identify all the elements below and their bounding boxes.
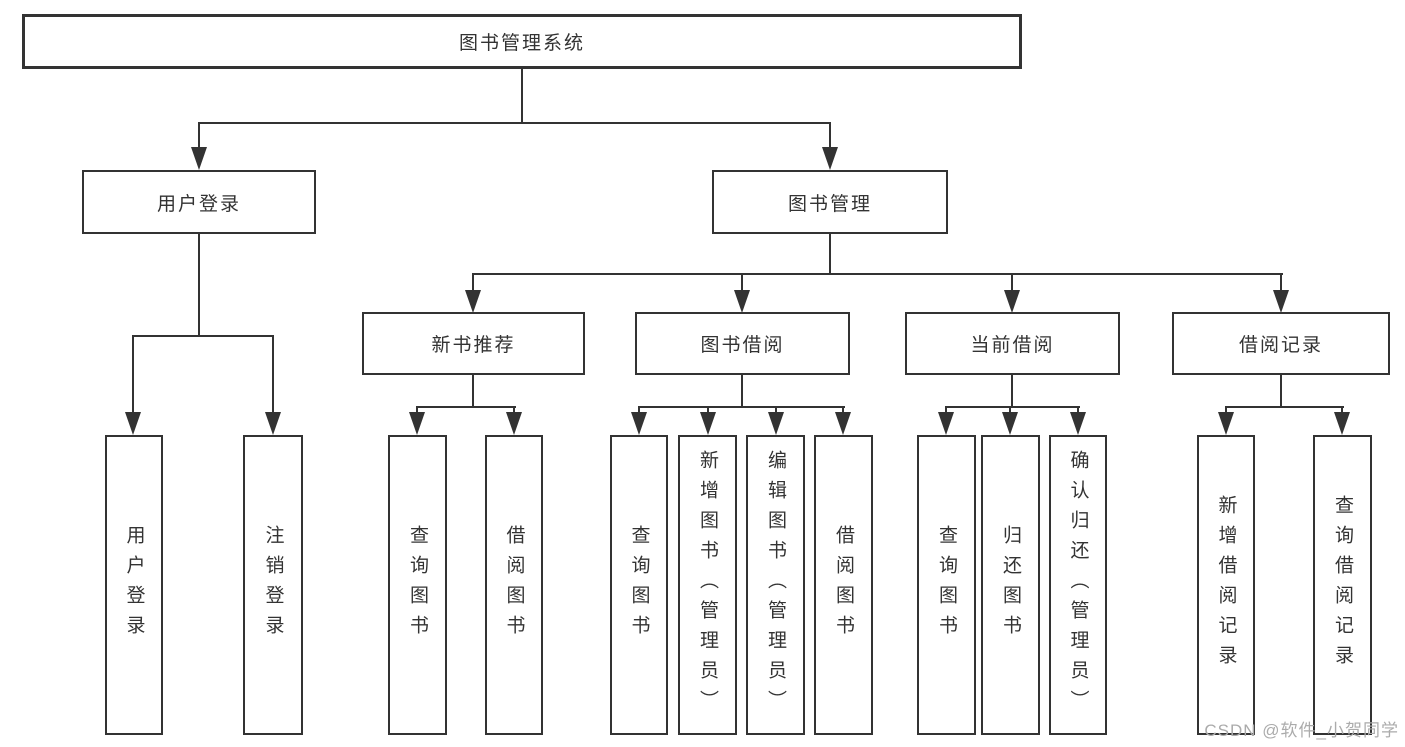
arrow-down-icon	[734, 290, 750, 313]
node-leaf-confirm-return-admin: 确认归还（管理员）	[1049, 435, 1107, 735]
node-label: 编辑图书（管理员）	[765, 450, 786, 720]
node-leaf-query-books-borrowing: 查询图书	[610, 435, 668, 735]
node-leaf-query-books-recommend: 查询图书	[388, 435, 447, 735]
arrow-down-icon	[768, 412, 784, 435]
connector-vline	[513, 406, 515, 414]
arrow-down-icon	[465, 290, 481, 313]
node-label: 查询借阅记录	[1332, 495, 1353, 675]
node-leaf-logout: 注销登录	[243, 435, 303, 735]
arrow-down-icon	[125, 412, 141, 435]
node-new-book-recommendation: 新书推荐	[362, 312, 585, 375]
node-book-borrowing: 图书借阅	[635, 312, 850, 375]
node-label: 查询图书	[628, 525, 650, 645]
node-label: 新增借阅记录	[1215, 495, 1237, 675]
node-leaf-user-login: 用户登录	[105, 435, 163, 735]
arrow-down-icon	[1004, 290, 1020, 313]
connector-hline	[132, 335, 274, 337]
node-label: 新书推荐	[431, 335, 516, 356]
arrow-down-icon	[265, 412, 281, 435]
node-label: 用户登录	[156, 193, 241, 215]
connector-vline	[198, 122, 200, 150]
connector-vline	[638, 406, 640, 414]
connector-vline	[1280, 273, 1282, 292]
connector-vline	[829, 234, 831, 275]
node-label: 查询图书	[407, 525, 428, 645]
node-label: 注销登录	[262, 525, 284, 645]
arrow-down-icon	[1218, 412, 1234, 435]
connector-vline	[707, 406, 709, 414]
connector-hline	[945, 406, 1080, 408]
node-label: 用户登录	[123, 525, 145, 645]
node-leaf-add-borrow-record: 新增借阅记录	[1197, 435, 1255, 735]
arrow-down-icon	[1334, 412, 1350, 435]
node-leaf-edit-books-admin: 编辑图书（管理员）	[746, 435, 805, 735]
arrow-down-icon	[700, 412, 716, 435]
connector-vline	[416, 406, 418, 414]
arrow-down-icon	[409, 412, 425, 435]
connector-vline	[775, 406, 777, 414]
connector-vline	[741, 375, 743, 408]
node-label: 新增图书（管理员）	[697, 450, 718, 720]
connector-vline	[132, 335, 134, 414]
node-label: 图书管理系统	[458, 33, 585, 54]
arrow-down-icon	[1070, 412, 1086, 435]
node-borrowing-records: 借阅记录	[1172, 312, 1390, 375]
connector-vline	[472, 273, 474, 292]
connector-hline	[416, 406, 516, 408]
arrow-down-icon	[191, 147, 207, 170]
connector-vline	[945, 406, 947, 414]
node-leaf-query-borrow-record: 查询借阅记录	[1313, 435, 1372, 735]
node-label: 当前借阅	[970, 335, 1055, 356]
connector-vline	[1077, 406, 1079, 414]
arrow-down-icon	[835, 412, 851, 435]
connector-vline	[272, 335, 274, 414]
node-label: 图书管理	[787, 193, 872, 215]
connector-vline	[1011, 273, 1013, 292]
connector-vline	[1225, 406, 1227, 414]
node-leaf-add-books-admin: 新增图书（管理员）	[678, 435, 737, 735]
arrow-down-icon	[506, 412, 522, 435]
arrow-down-icon	[822, 147, 838, 170]
node-label: 确认归还（管理员）	[1067, 450, 1089, 720]
node-label: 借阅记录	[1238, 335, 1323, 356]
connector-hline	[638, 406, 845, 408]
arrow-down-icon	[1273, 290, 1289, 313]
connector-hline	[472, 273, 1283, 275]
arrow-down-icon	[1002, 412, 1018, 435]
connector-vline	[1341, 406, 1343, 414]
node-label: 查询图书	[936, 525, 957, 645]
node-label: 图书借阅	[700, 335, 785, 356]
arrow-down-icon	[631, 412, 647, 435]
node-label: 归还图书	[1000, 525, 1021, 645]
connector-vline	[741, 273, 743, 292]
node-leaf-return-books: 归还图书	[981, 435, 1040, 735]
node-current-borrowing: 当前借阅	[905, 312, 1120, 375]
connector-vline	[1280, 375, 1282, 408]
connector-hline	[198, 122, 831, 124]
arrow-down-icon	[938, 412, 954, 435]
connector-vline	[1011, 375, 1013, 408]
connector-vline	[842, 406, 844, 414]
connector-vline	[198, 234, 200, 337]
node-leaf-query-books-current: 查询图书	[917, 435, 976, 735]
csdn-watermark: CSDN @软件_小贺同学	[1204, 721, 1399, 740]
node-book-management-module: 图书管理	[712, 170, 948, 234]
node-label: 借阅图书	[503, 525, 525, 645]
connector-vline	[521, 68, 523, 124]
node-user-login-module: 用户登录	[82, 170, 316, 234]
connector-hline	[1225, 406, 1344, 408]
node-label: 借阅图书	[833, 525, 854, 645]
connector-vline	[472, 375, 474, 408]
node-leaf-borrow-books: 借阅图书	[814, 435, 873, 735]
connector-vline	[1009, 406, 1011, 414]
node-library-management-system: 图书管理系统	[22, 14, 1022, 69]
node-leaf-borrow-books-recommend: 借阅图书	[485, 435, 543, 735]
connector-vline	[829, 122, 831, 150]
